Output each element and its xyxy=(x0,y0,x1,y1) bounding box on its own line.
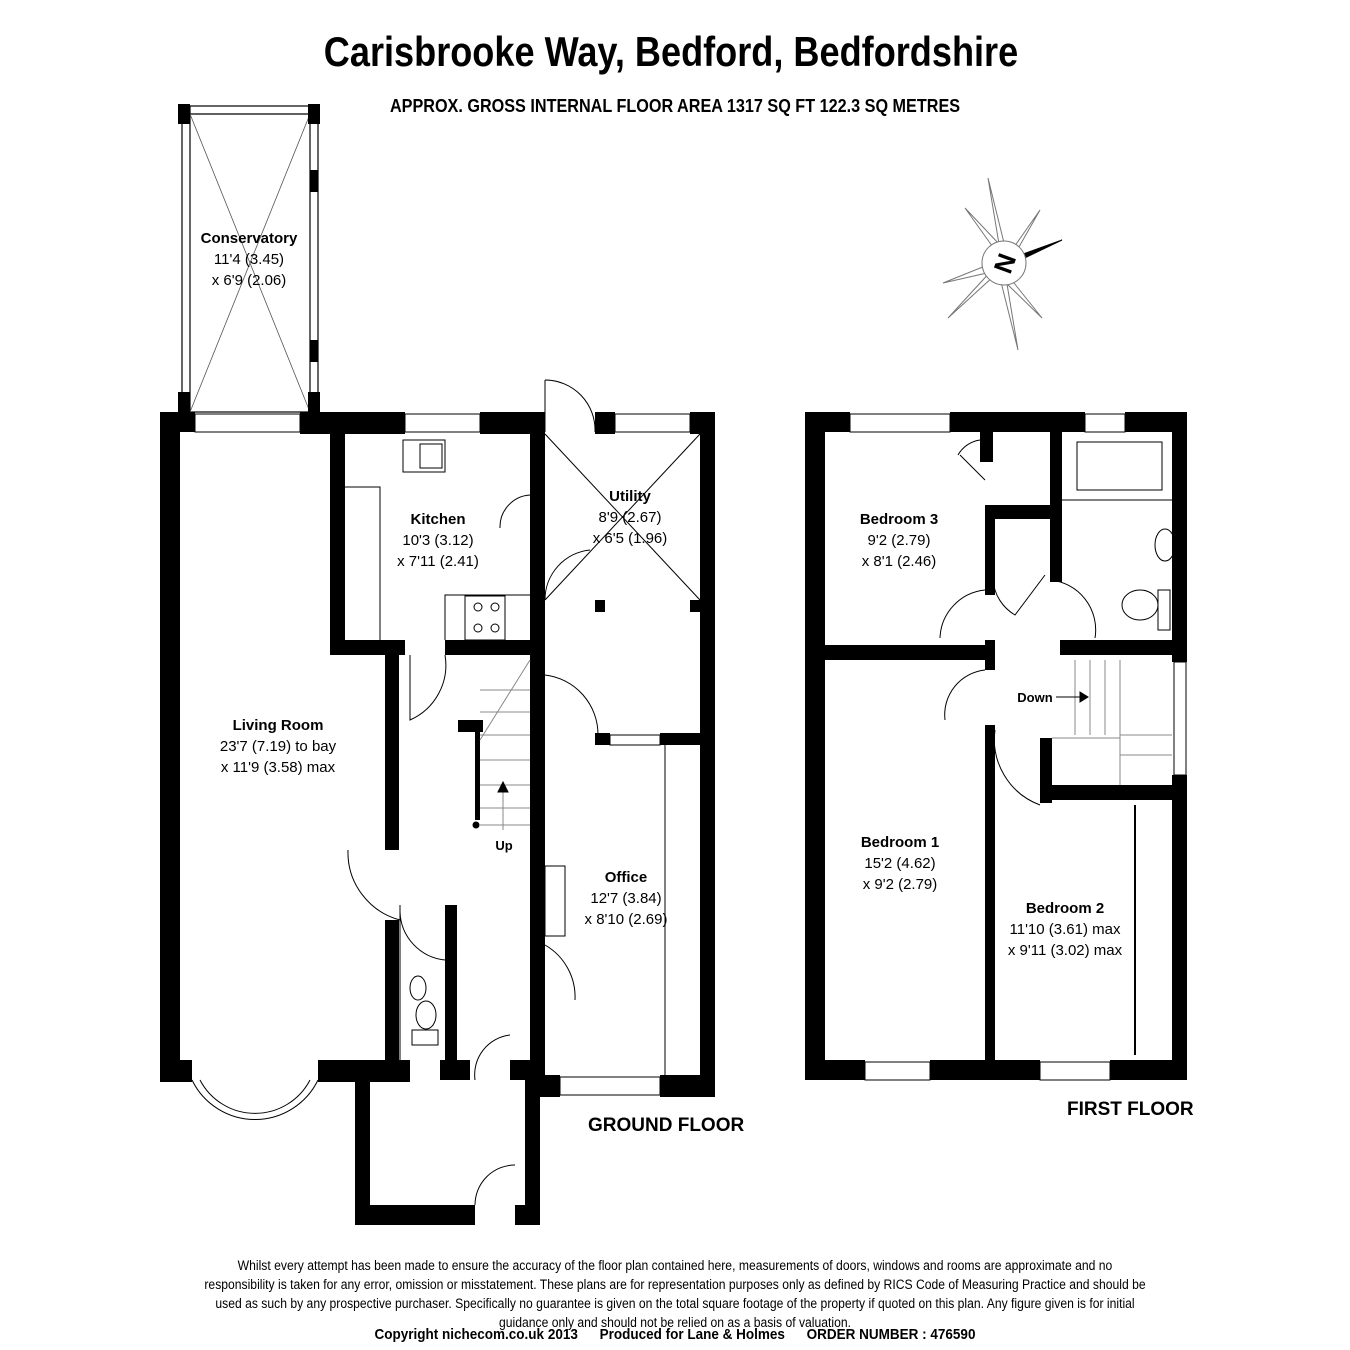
disclaimer-text: Whilst every attempt has been made to en… xyxy=(204,1258,1146,1330)
plan-title: Carisbrooke Way, Bedford, Bedfordshire xyxy=(323,28,1019,75)
svg-text:x 6'5 (1.96): x 6'5 (1.96) xyxy=(593,530,668,547)
floor-area-subtitle: APPROX. GROSS INTERNAL FLOOR AREA 1317 S… xyxy=(389,96,961,116)
svg-text:Office: Office xyxy=(605,869,648,886)
svg-text:Bedroom 1: Bedroom 1 xyxy=(861,834,939,851)
ground-floor-walls xyxy=(160,412,715,1225)
first-floor-fittings xyxy=(849,413,1187,1081)
copyright-line: Copyright nichecom.co.uk 2013 Produced f… xyxy=(68,1326,1283,1343)
compass-north-icon: N xyxy=(942,177,1063,351)
svg-text:Bedroom 2: Bedroom 2 xyxy=(1026,900,1104,917)
room-bedroom-1: Bedroom 1 15'2 (4.62) x 9'2 (2.79) xyxy=(861,834,939,893)
svg-text:x 8'1 (2.46): x 8'1 (2.46) xyxy=(862,553,937,570)
svg-text:15'2 (4.62): 15'2 (4.62) xyxy=(864,855,935,872)
svg-text:x 8'10 (2.69): x 8'10 (2.69) xyxy=(585,911,668,928)
stairs-down-label: Down xyxy=(1017,690,1052,705)
svg-text:Bedroom 3: Bedroom 3 xyxy=(860,511,938,528)
svg-text:8'9 (2.67): 8'9 (2.67) xyxy=(599,509,662,526)
ground-floor-label: GROUND FLOOR xyxy=(588,1115,744,1136)
room-utility: Utility 8'9 (2.67) x 6'5 (1.96) xyxy=(593,488,668,547)
svg-text:Living Room: Living Room xyxy=(233,717,324,734)
svg-text:10'3 (3.12): 10'3 (3.12) xyxy=(402,532,473,549)
produced-for: Produced for Lane & Holmes xyxy=(599,1326,785,1343)
svg-text:Kitchen: Kitchen xyxy=(410,511,465,528)
svg-text:x 6'9 (2.06): x 6'9 (2.06) xyxy=(212,272,287,289)
svg-text:x 9'2 (2.79): x 9'2 (2.79) xyxy=(863,876,938,893)
svg-text:11'4 (3.45): 11'4 (3.45) xyxy=(214,251,284,268)
svg-text:12'7 (3.84): 12'7 (3.84) xyxy=(590,890,661,907)
svg-text:Conservatory: Conservatory xyxy=(201,230,298,247)
svg-text:x 7'11 (2.41): x 7'11 (2.41) xyxy=(397,553,479,570)
room-office: Office 12'7 (3.84) x 8'10 (2.69) xyxy=(585,869,668,928)
svg-text:11'10 (3.61) max: 11'10 (3.61) max xyxy=(1010,921,1121,938)
ground-floor-fittings xyxy=(191,379,701,1206)
svg-text:9'2 (2.79): 9'2 (2.79) xyxy=(868,532,931,549)
first-floor-walls xyxy=(805,412,1187,1080)
room-living-room: Living Room 23'7 (7.19) to bay x 11'9 (3… xyxy=(220,717,337,776)
svg-text:x 11'9 (3.58) max: x 11'9 (3.58) max xyxy=(221,759,336,776)
svg-text:23'7 (7.19) to bay: 23'7 (7.19) to bay xyxy=(220,738,337,755)
room-bedroom-3: Bedroom 3 9'2 (2.79) x 8'1 (2.46) xyxy=(860,511,938,570)
first-floor-label: FIRST FLOOR xyxy=(1067,1099,1194,1120)
copyright: Copyright nichecom.co.uk 2013 xyxy=(374,1326,578,1343)
order-number: ORDER NUMBER : 476590 xyxy=(806,1326,976,1343)
room-conservatory: Conservatory 11'4 (3.45) x 6'9 (2.06) xyxy=(201,230,298,289)
conservatory xyxy=(178,104,320,413)
stairs-up-label: Up xyxy=(495,838,512,853)
room-bedroom-2: Bedroom 2 11'10 (3.61) max x 9'11 (3.02)… xyxy=(1008,900,1123,959)
room-kitchen: Kitchen 10'3 (3.12) x 7'11 (2.41) xyxy=(397,511,479,570)
svg-text:Utility: Utility xyxy=(609,488,651,505)
svg-text:x 9'11 (3.02) max: x 9'11 (3.02) max xyxy=(1008,942,1123,959)
